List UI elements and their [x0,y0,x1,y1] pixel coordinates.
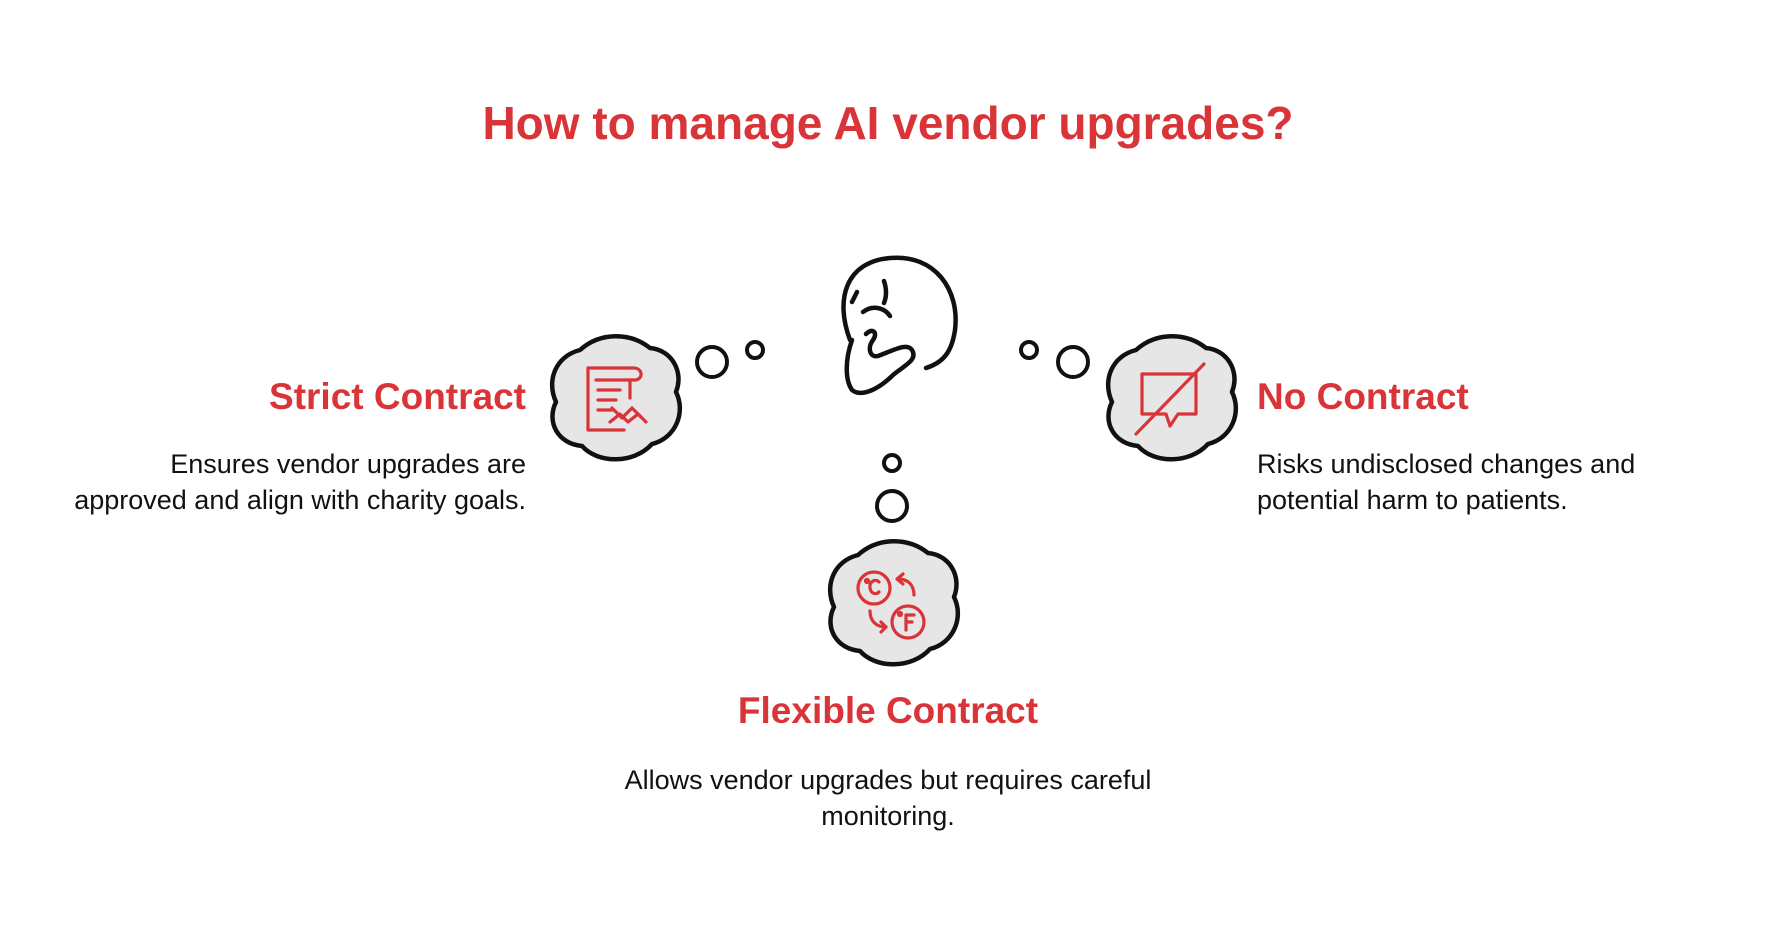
diagram-title: How to manage AI vendor upgrades? [482,97,1294,149]
strict-contract-description: Ensures vendor upgrades are approved and… [74,449,526,515]
no-contract-description: Risks undisclosed changes and potential … [1257,449,1636,515]
thinking-face-icon [841,255,958,396]
strict-contract-title: Strict Contract [269,376,526,417]
thought-bubble-right-large [1056,345,1090,379]
temperature-exchange-icon [856,570,926,640]
thought-bubbles [695,340,1090,523]
thought-bubble-left-small [745,340,765,360]
flexible-contract-cloud [827,539,961,667]
no-message-icon [1134,362,1206,436]
flexible-contract-title: Flexible Contract [737,690,1039,731]
no-contract-cloud [1105,334,1239,462]
thought-bubble-right-small [1019,340,1039,360]
no-contract-title: No Contract [1257,376,1469,417]
thought-bubble-bottom-small [882,453,902,473]
strict-contract-cloud [549,334,683,462]
contract-handshake-icon [586,366,648,432]
thought-bubble-left-large [695,345,729,379]
flexible-contract-description: Allows vendor upgrades but requires care… [624,765,1152,831]
thought-bubble-bottom-large [875,489,909,523]
